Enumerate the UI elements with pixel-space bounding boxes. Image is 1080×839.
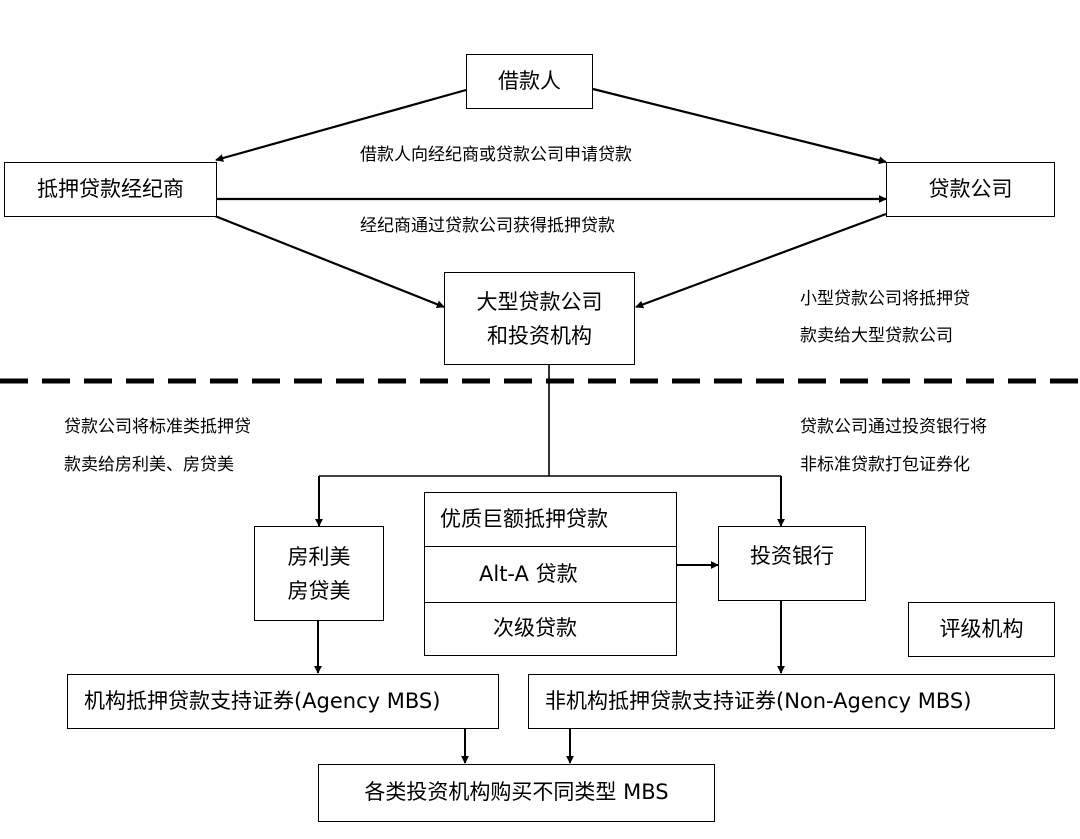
small-sell-annotation-line1: 小型贷款公司将抵押贷 [800,289,970,309]
standard-sell-annotation-line1: 贷款公司将标准类抵押贷 [64,417,251,437]
loan-type-label: 次级贷款 [493,616,577,641]
large-lender-line1: 大型贷款公司 [476,289,603,314]
loan-type-label: Alt-A 贷款 [479,561,578,586]
broker-obtain-annotation: 经纪商通过贷款公司获得抵押贷款 [360,216,615,236]
lender-label: 贷款公司 [928,176,1013,201]
investment-bank-label: 投资银行 [750,544,834,568]
rating-agency-box: 评级机构 [908,602,1055,657]
broker-to-large-lender-arrow [214,214,445,309]
standard-sell-annotation-line2: 款卖给房利美、房贷美 [64,455,234,475]
loan-type-label: 优质巨额抵押贷款 [440,506,608,531]
gse-line1: 房利美 [287,544,351,569]
gse-line2: 房贷美 [287,578,351,603]
bank-package-annotation-line2: 非标准贷款打包证券化 [800,455,970,475]
borrower-box: 借款人 [466,54,593,109]
investment-bank-box: 投资银行 [718,526,866,601]
rating-agency-label: 评级机构 [939,616,1024,641]
loan-type-alt-a: Alt-A 贷款 [425,547,676,603]
agency-mbs-label: 机构抵押贷款支持证券(Agency MBS) [84,688,441,713]
small-sell-annotation-line2: 款卖给大型贷款公司 [800,326,953,346]
apply-annotation: 借款人向经纪商或贷款公司申请贷款 [360,145,632,165]
broker-label: 抵押贷款经纪商 [37,176,184,201]
bank-package-annotation-line1: 贷款公司通过投资银行将 [800,417,987,437]
loan-types-box: 优质巨额抵押贷款 Alt-A 贷款 次级贷款 [424,492,677,656]
non-agency-mbs-label: 非机构抵押贷款支持证券(Non-Agency MBS) [545,688,972,713]
loan-type-prime-jumbo: 优质巨额抵押贷款 [425,493,676,547]
non-agency-mbs-box: 非机构抵押贷款支持证券(Non-Agency MBS) [528,674,1055,729]
investors-label: 各类投资机构购买不同类型 MBS [364,780,669,805]
borrower-to-broker-arrow [215,88,467,162]
large-lender-line2: 和投资机构 [487,323,592,348]
lender-box: 贷款公司 [886,162,1055,217]
borrower-label: 借款人 [498,68,561,93]
borrower-to-lender-arrow [592,87,887,165]
loan-type-subprime: 次级贷款 [425,603,676,655]
investors-box: 各类投资机构购买不同类型 MBS [318,764,715,822]
agency-mbs-box: 机构抵押贷款支持证券(Agency MBS) [67,674,499,729]
large-lender-box: 大型贷款公司 和投资机构 [444,272,635,365]
gse-box: 房利美 房贷美 [254,526,384,621]
lender-to-large-lender-arrow [635,212,887,309]
broker-box: 抵押贷款经纪商 [4,162,217,217]
